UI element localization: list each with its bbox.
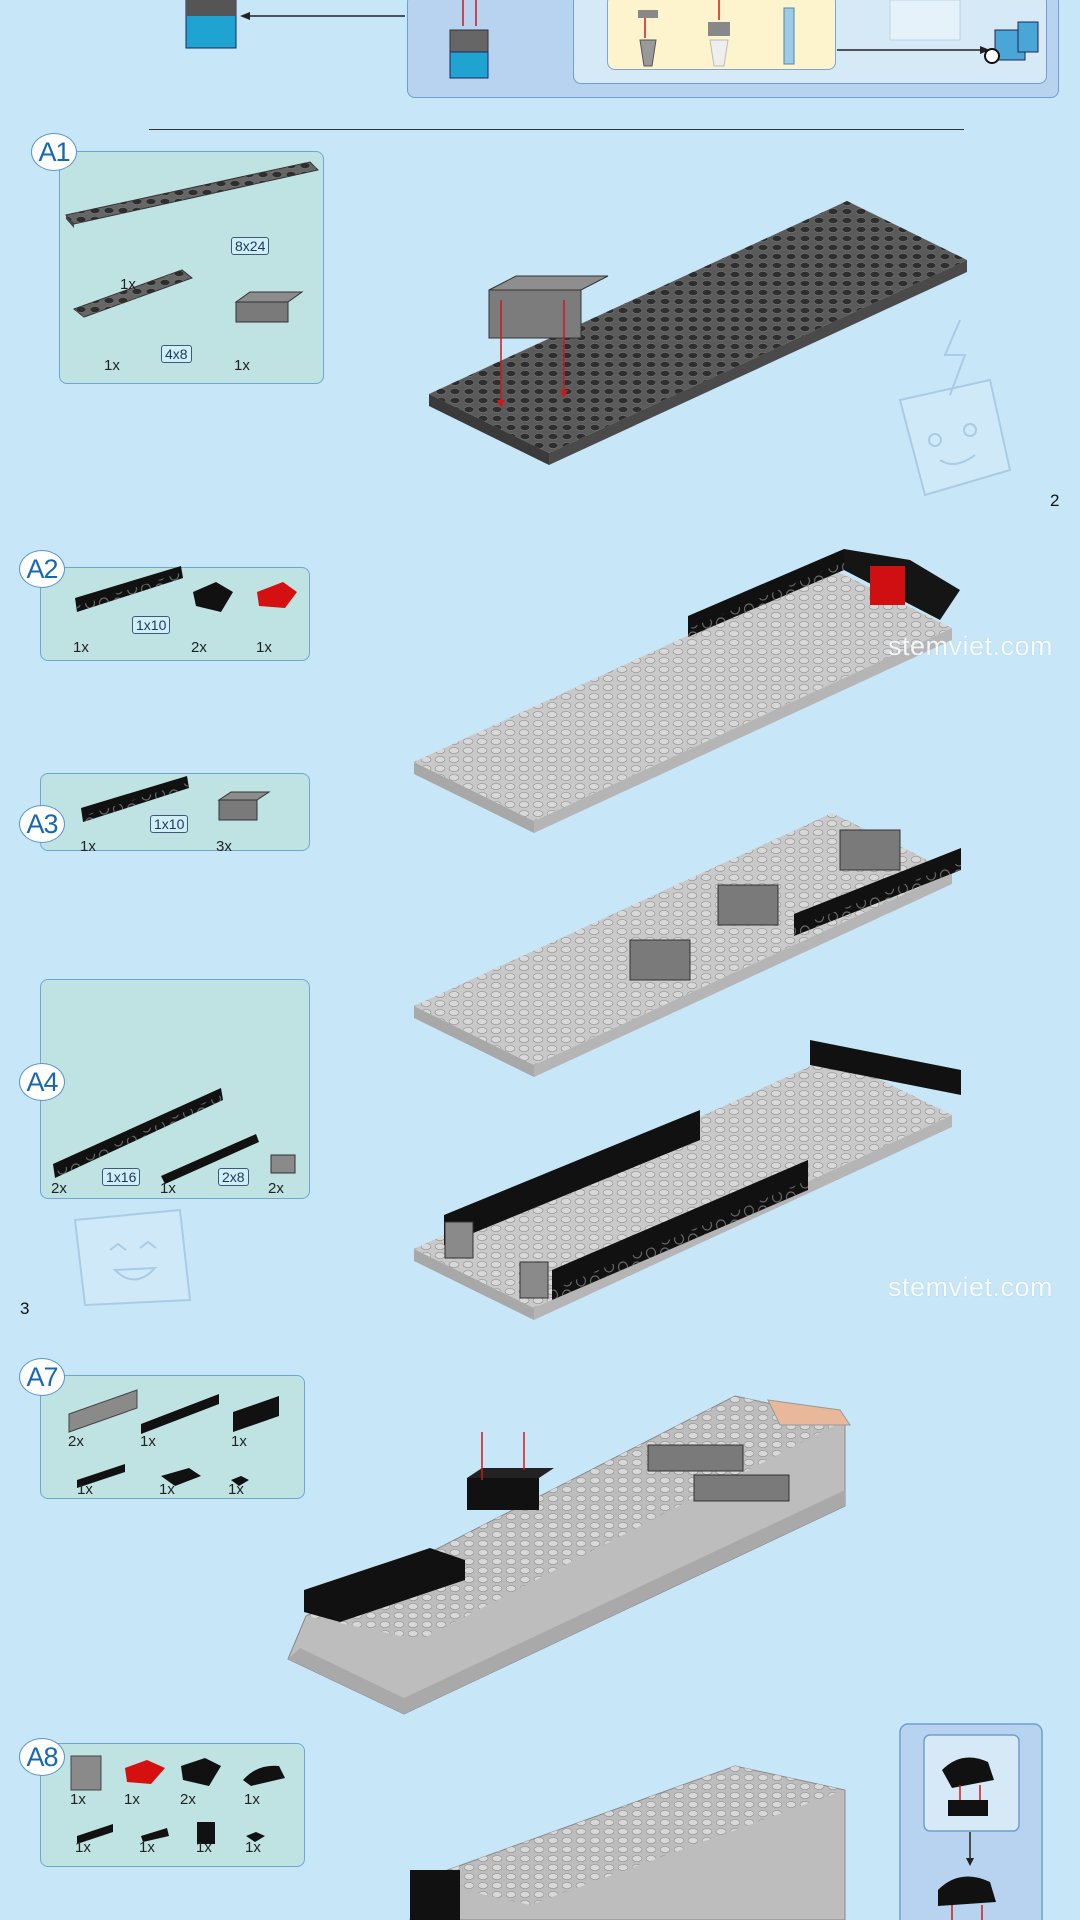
part-size-label: 2x8: [218, 1168, 249, 1186]
part-size-label: 1x10: [132, 616, 171, 634]
part-quantity: 1x: [256, 639, 272, 656]
a2-build-model: [414, 569, 952, 833]
mascot-icon: [898, 319, 1012, 497]
a1-build-plate: [429, 201, 967, 465]
step-number-a2: A2: [19, 550, 65, 588]
step-number-a4: A4: [19, 1063, 65, 1101]
a4-new-beams: [444, 1040, 961, 1300]
a2-new-beams: [688, 549, 960, 637]
step-number-a3: A3: [19, 805, 65, 843]
part-quantity: 2x: [268, 1180, 284, 1197]
a7-parts-icons: [68, 1389, 279, 1488]
a2-parts-box: [40, 566, 310, 661]
minifig-illustrations: [185, 0, 1039, 79]
part-quantity: 1x: [234, 357, 250, 374]
part-quantity: 3x: [216, 838, 232, 855]
part-quantity: 1x: [228, 1481, 244, 1498]
part-quantity: 1x: [139, 1839, 155, 1856]
watermark: stemviet.com: [888, 1272, 1054, 1302]
part-quantity: 1x: [196, 1839, 212, 1856]
part-quantity: 2x: [180, 1791, 196, 1808]
part-quantity: 1x: [73, 639, 89, 656]
part-size-label: 4x8: [161, 345, 192, 363]
part-quantity: 1x: [160, 1180, 176, 1197]
a1-parts-box: [59, 151, 324, 384]
a7-build-model: [287, 1395, 851, 1715]
a3-parts-box: [40, 773, 310, 851]
a2-parts-icons: [75, 566, 297, 612]
jetpack-icon: [889, 0, 1039, 64]
part-quantity: 1x: [231, 1433, 247, 1450]
step-number-a8: A8: [19, 1738, 65, 1776]
part-size-label: 1x10: [150, 815, 189, 833]
part-quantity: 1x: [244, 1791, 260, 1808]
part-quantity: 1x: [104, 357, 120, 374]
part-quantity: 2x: [191, 639, 207, 656]
subassembly-callout: [899, 1723, 1043, 1920]
accessory-parts-icon: [638, 0, 795, 67]
part-quantity: 1x: [70, 1791, 86, 1808]
page-number: 2: [1050, 491, 1060, 510]
part-quantity: 1x: [77, 1481, 93, 1498]
part-quantity: 1x: [75, 1839, 91, 1856]
step-number-a7: A7: [19, 1358, 65, 1396]
page-divider-line: [149, 129, 964, 130]
part-quantity: 1x: [159, 1481, 175, 1498]
part-size-label: 8x24: [231, 237, 270, 255]
a8-build-model: [409, 1765, 846, 1920]
part-quantity: 1x: [80, 838, 96, 855]
a4-parts-box: [40, 979, 310, 1199]
part-quantity: 1x: [124, 1791, 140, 1808]
part-size-label: 1x16: [102, 1168, 141, 1186]
a3-new-parts: [629, 829, 961, 981]
watermark: stemviet.com: [888, 631, 1054, 661]
step-number-a1: A1: [31, 133, 77, 171]
minifig-legs-icon: [449, 0, 489, 79]
a4-parts-icons: [53, 1088, 296, 1184]
page-number: 3: [20, 1299, 30, 1318]
a1-parts-icons: [65, 161, 319, 323]
part-quantity: 2x: [68, 1433, 84, 1450]
mascot-icon: [73, 1208, 192, 1307]
part-quantity: 1x: [120, 276, 136, 293]
a8-parts-icons: [70, 1755, 285, 1844]
minifig-legs-left-icon: [185, 0, 237, 49]
a4-build-model: [414, 1056, 952, 1320]
a7-parts-box: [40, 1375, 305, 1499]
a8-parts-box: [40, 1743, 305, 1867]
part-quantity: 1x: [140, 1433, 156, 1450]
part-quantity: 1x: [245, 1839, 261, 1856]
part-quantity: 2x: [51, 1180, 67, 1197]
a3-parts-icons: [81, 776, 271, 822]
